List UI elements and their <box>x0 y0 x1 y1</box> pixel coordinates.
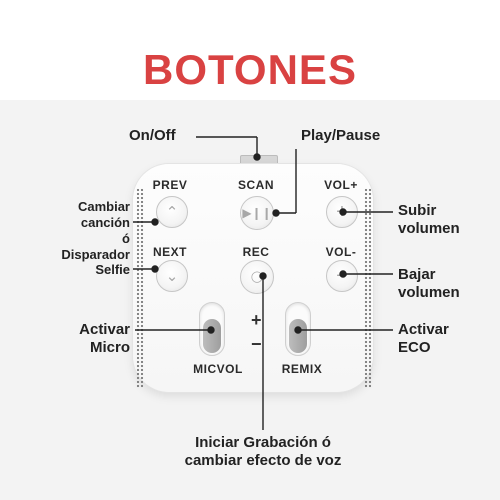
callout-play-pause: Play/Pause <box>301 127 381 144</box>
subir-dot <box>339 208 347 216</box>
callout-subir-line-2: volumen <box>398 220 460 238</box>
callout-activar-eco: Activar ECO <box>398 321 449 358</box>
callout-eco-line-1: Activar <box>398 321 449 338</box>
callout-bajar-line-2: volumen <box>398 284 460 302</box>
callout-subir-line-1: Subir <box>398 202 437 219</box>
callout-micro-line-1: Activar <box>79 321 130 338</box>
play-pause-dot <box>272 209 280 217</box>
plus-mark: + <box>251 310 262 330</box>
callout-activar-micro: Activar Micro <box>24 321 130 358</box>
remix-label: REMIX <box>281 362 323 376</box>
callout-cambiar-line-5: Selfie <box>95 262 130 278</box>
on-off-dot <box>253 153 261 161</box>
callout-cambiar-line-2: canción <box>80 214 130 230</box>
record-icon: ◯ <box>250 270 264 283</box>
callout-cambiar: Cambiar canción ó Disparador Selfie <box>14 199 130 278</box>
scan-label: SCAN <box>237 178 274 192</box>
diagram-title: BOTONES <box>143 46 357 93</box>
bajar-dot <box>339 270 347 278</box>
cambiar-dot-2 <box>151 265 159 273</box>
callout-on-off: On/Off <box>129 127 176 144</box>
speaker-grille-right <box>364 188 372 388</box>
rec-label: REC <box>242 245 270 259</box>
callout-cambiar-line-1: Cambiar <box>77 199 130 214</box>
speaker-grille-left <box>136 188 144 388</box>
scan-button[interactable]: ▶❙❙ <box>240 196 274 230</box>
callout-iniciar-line-2: cambiar efecto de voz <box>184 452 342 470</box>
eco-slider-knob[interactable] <box>289 319 307 353</box>
callout-eco-line-2: ECO <box>398 339 431 357</box>
eco-slider[interactable] <box>285 302 311 356</box>
callout-bajar: Bajar volumen <box>398 266 460 303</box>
minus-mark: − <box>251 334 262 354</box>
callout-subir: Subir volumen <box>398 202 460 239</box>
chevron-up-icon: ⌃ <box>165 203 179 221</box>
callout-cambiar-line-3: ó <box>122 230 130 246</box>
prev-button[interactable]: ⌃ <box>156 196 188 228</box>
rec-button[interactable]: ◯ <box>240 260 274 294</box>
title-band: BOTONES <box>0 0 500 100</box>
callout-iniciar-line-1: Iniciar Grabación ó <box>195 434 331 451</box>
cambiar-dot-1 <box>151 218 159 226</box>
iniciar-dot <box>259 272 267 280</box>
prev-label: PREV <box>152 178 188 192</box>
play-pause-icon: ▶❙❙ <box>242 206 272 220</box>
next-label: NEXT <box>152 245 187 259</box>
eco-dot <box>294 326 302 334</box>
chevron-down-icon: ⌄ <box>165 267 179 285</box>
vol-up-label: VOL+ <box>324 178 358 192</box>
micvol-label: MICVOL <box>193 362 243 376</box>
callout-micro-line-2: Micro <box>89 339 130 357</box>
micro-dot <box>207 326 215 334</box>
vol-down-label: VOL- <box>325 245 357 259</box>
next-button[interactable]: ⌄ <box>156 260 188 292</box>
callout-iniciar: Iniciar Grabación ó cambiar efecto de vo… <box>150 434 376 471</box>
callout-bajar-line-1: Bajar <box>398 266 436 283</box>
micro-slider-knob[interactable] <box>203 319 221 353</box>
callout-cambiar-line-4: Disparador <box>61 246 130 262</box>
